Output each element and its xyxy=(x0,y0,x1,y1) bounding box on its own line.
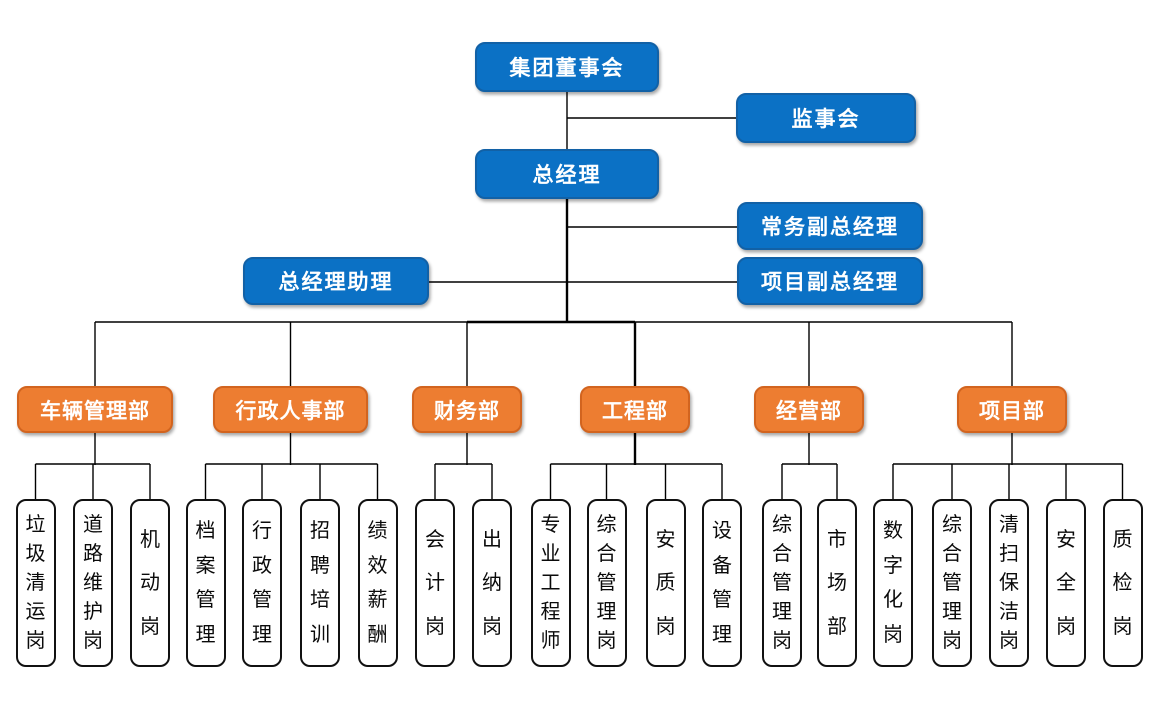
position-label: 质检岗 xyxy=(1112,528,1133,638)
position-label: 安质岗 xyxy=(655,528,676,638)
position-label: 行政管理 xyxy=(252,519,272,647)
pos-market: 市场部 xyxy=(817,499,857,667)
pos-general-mgmt-engineering: 综合管理岗 xyxy=(586,499,627,667)
dept-operations: 经营部 xyxy=(754,386,864,433)
pos-sweeping-cleaning: 清扫保洁岗 xyxy=(989,499,1029,667)
pos-professional-engineer: 专业工程师 xyxy=(530,499,571,667)
pos-mobile-duty: 机动岗 xyxy=(130,499,170,667)
dept-project: 项目部 xyxy=(957,386,1067,433)
node-supervisory-board: 监事会 xyxy=(736,93,916,143)
position-label: 安全岗 xyxy=(1056,528,1076,638)
pos-equipment-mgmt: 设备管理 xyxy=(702,499,742,667)
position-label: 清扫保洁岗 xyxy=(999,514,1019,652)
dept-finance: 财务部 xyxy=(412,386,522,433)
node-executive-deputy-gm: 常务副总经理 xyxy=(737,202,923,250)
dept-engineering: 工程部 xyxy=(580,386,690,433)
node-gm-assistant: 总经理助理 xyxy=(243,257,429,305)
pos-safety-quality: 安质岗 xyxy=(645,499,686,667)
pos-cashier: 出纳岗 xyxy=(472,499,512,667)
pos-archives-mgmt: 档案管理 xyxy=(185,499,226,667)
position-label: 市场部 xyxy=(827,528,847,638)
pos-safety: 安全岗 xyxy=(1046,499,1086,667)
dept-vehicle-management: 车辆管理部 xyxy=(17,386,173,433)
pos-road-maintenance: 道路维护岗 xyxy=(73,499,113,667)
pos-accountant: 会计岗 xyxy=(415,499,455,667)
position-label: 绩效薪酬 xyxy=(367,519,388,647)
position-label: 出纳岗 xyxy=(482,528,502,638)
position-label: 专业工程师 xyxy=(540,514,561,652)
pos-general-mgmt-operations: 综合管理岗 xyxy=(762,499,802,667)
position-label: 综合管理岗 xyxy=(942,514,962,652)
position-label: 设备管理 xyxy=(712,519,732,647)
position-label: 垃圾清运岗 xyxy=(25,514,46,652)
pos-garbage-clearing: 垃圾清运岗 xyxy=(15,499,56,667)
node-board: 集团董事会 xyxy=(475,42,659,92)
position-label: 综合管理岗 xyxy=(772,514,792,652)
position-label: 数字化岗 xyxy=(883,519,903,647)
position-label: 档案管理 xyxy=(195,519,216,647)
position-label: 道路维护岗 xyxy=(83,514,103,652)
position-label: 会计岗 xyxy=(425,528,445,638)
pos-admin-mgmt: 行政管理 xyxy=(242,499,282,667)
pos-performance-pay: 绩效薪酬 xyxy=(357,499,398,667)
dept-admin-hr: 行政人事部 xyxy=(213,386,368,433)
node-general-manager: 总经理 xyxy=(475,149,659,199)
pos-recruiting-training: 招聘培训 xyxy=(300,499,340,667)
position-label: 机动岗 xyxy=(140,528,160,638)
position-label: 招聘培训 xyxy=(310,519,330,647)
node-project-deputy-gm: 项目副总经理 xyxy=(737,257,923,305)
pos-digitalization: 数字化岗 xyxy=(873,499,913,667)
pos-general-mgmt-project: 综合管理岗 xyxy=(932,499,972,667)
pos-quality-inspection: 质检岗 xyxy=(1102,499,1143,667)
position-label: 综合管理岗 xyxy=(596,514,617,652)
